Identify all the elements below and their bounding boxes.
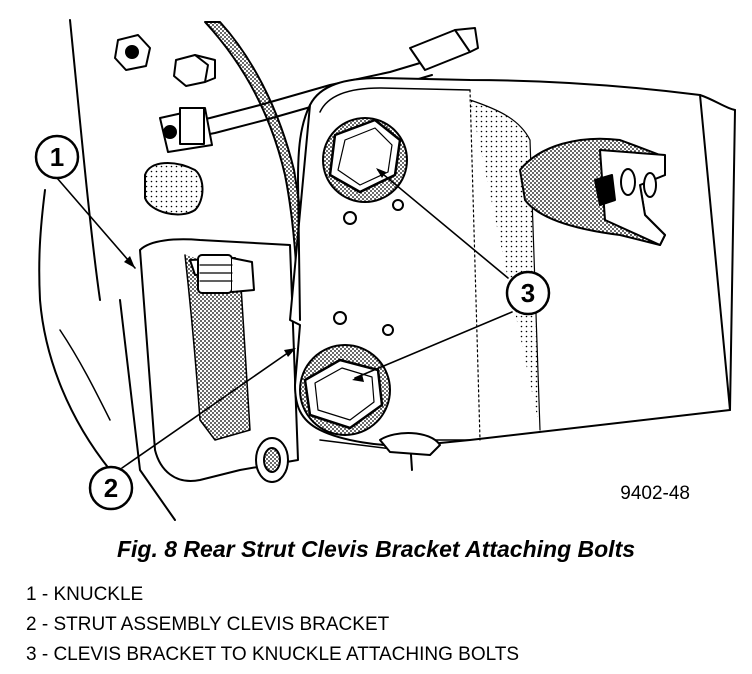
- bracket-holes: [333, 199, 404, 336]
- upper-nuts: [114, 34, 216, 87]
- lower-clevis-bolt: [299, 344, 391, 436]
- callout-circle-1: [34, 134, 80, 180]
- oval-slot: [144, 162, 204, 216]
- legend-item: 2 - STRUT ASSEMBLY CLEVIS BRACKET: [26, 614, 390, 635]
- callout-circle-3: [505, 270, 551, 316]
- leader-arrowheads: [124, 168, 386, 382]
- legend-item: 3 - CLEVIS BRACKET TO KNUCKLE ATTACHING …: [26, 644, 520, 665]
- callout-number-3: 3: [521, 278, 535, 308]
- leader-line-2: [121, 349, 293, 469]
- upper-clevis-bolt: [322, 117, 408, 203]
- figure-caption: Fig. 8 Rear Strut Clevis Bracket Attachi…: [116, 536, 636, 562]
- legend-list: 1 - KNUCKLE 2 - STRUT ASSEMBLY CLEVIS BR…: [26, 580, 519, 670]
- leader-lines: [56, 169, 513, 469]
- figure-code: 9402-48: [620, 483, 690, 504]
- callout-number-2: 2: [104, 473, 118, 503]
- legend-item: 1 - KNUCKLE: [26, 584, 144, 605]
- background-body: [38, 19, 736, 521]
- leader-line-3a: [377, 169, 509, 279]
- technical-illustration: 1 2 3 9402-48: [34, 19, 736, 521]
- leader-line-1: [56, 177, 136, 269]
- leader-line-3b: [354, 311, 513, 379]
- callout-number-1: 1: [50, 142, 64, 172]
- callout-circle-2: [88, 465, 134, 511]
- knuckle: [139, 238, 299, 483]
- strut-fork: [519, 137, 666, 246]
